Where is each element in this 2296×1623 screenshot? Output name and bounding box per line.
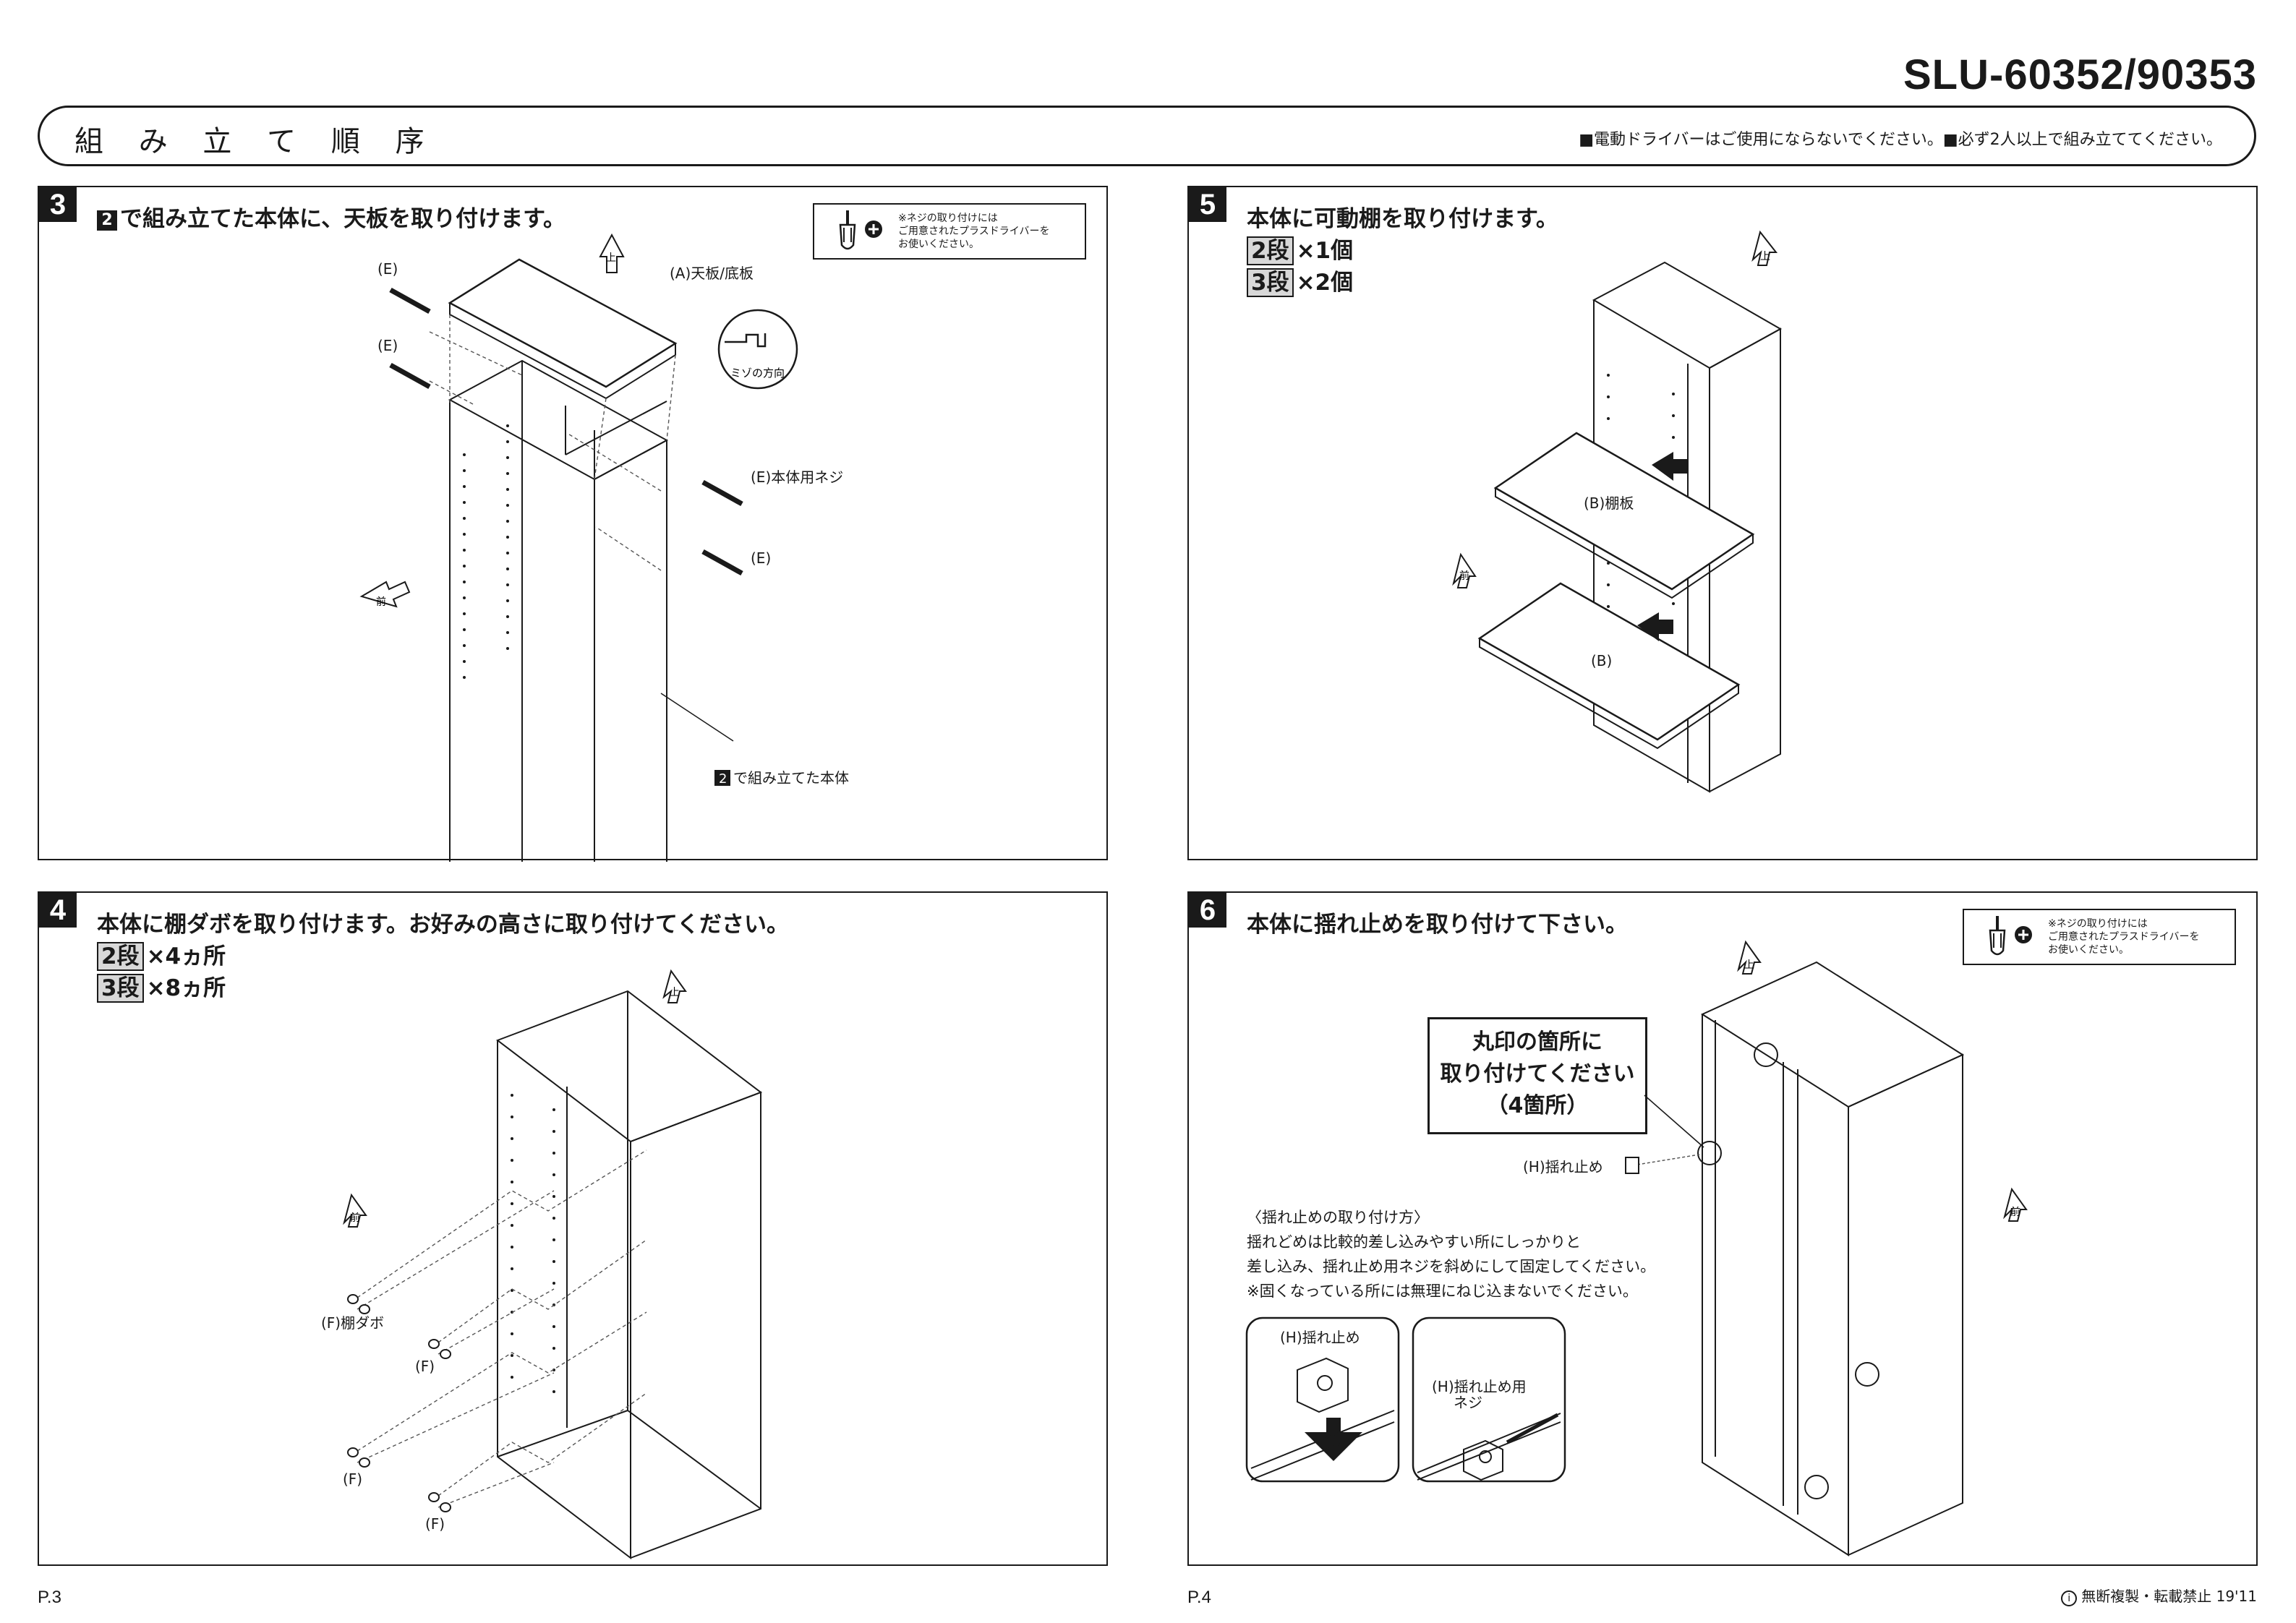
qty-line-1: 2段×1個 [1247,232,1353,265]
driver-tip-box: ※ネジの取り付けには ご用意されたプラスドライバーを お使いください。 [1963,909,2236,965]
label-b-shelf: (B)棚板 [1584,494,1634,512]
driver-tip-box: ※ネジの取り付けには ご用意されたプラスドライバーを お使いください。 [813,203,1086,260]
page-number-right: P.4 [1187,1588,1211,1607]
step-5-panel: 5 本体に可動棚を取り付けます。 2段×1個 3段×2個 (B)棚板 (B) 上… [1187,186,2258,860]
step-number: 6 [1189,893,1226,928]
step-heading: 本体に棚ダボを取り付けます。お好みの高さに取り付けてください。 [97,912,789,938]
front-arrow-icon: 前 [359,581,411,608]
svg-text:前: 前 [350,1212,360,1224]
svg-text:上: 上 [1744,959,1754,971]
step-heading: 本体に可動棚を取り付けます。 [1247,206,1558,232]
label-f: (F) [425,1515,445,1533]
svg-text:前: 前 [376,596,386,608]
info-icon: i [2061,1590,2078,1606]
page-title: 組 み 立 て 順 序 [74,125,438,158]
label-e-screw: (E)本体用ネジ [751,468,843,486]
step-number: 5 [1189,187,1226,222]
label-f: (F) [415,1358,435,1375]
body-label: で組み立てた本体 [733,769,849,787]
svg-text:前: 前 [1459,570,1469,582]
top-panel [448,258,678,388]
inset-screw-label-1: (H)揺れ止め用 [1432,1378,1527,1395]
label-h: (H)揺れ止め [1523,1158,1603,1176]
tip-text: ※ネジの取り付けには ご用意されたプラスドライバーを お使いください。 [2048,918,2200,956]
mount-point-marker [1697,1042,1879,1499]
screwdriver-icon [1989,916,2032,956]
dowel-icon [347,1294,451,1512]
howto-title: 〈揺れ止めの取り付け方〉 [1247,1209,1429,1226]
front-arrow-icon: 前 [1452,552,1477,588]
step-ref-badge: 2 [97,210,117,231]
step-6-diagram: (H)揺れ止め (H)揺れ止め (H)揺れ止め用 ネジ 上 前 [1245,940,2028,1556]
inset-screw [1412,1316,1566,1483]
callout-line: （4箇所） [1486,1093,1589,1118]
callout-line: 取り付けてください [1440,1061,1635,1087]
qty-line-1: 2段×4ヵ所 [97,938,226,971]
label-e-1: (E) [377,260,398,278]
label-a: (A)天板/底板 [670,265,754,282]
step-4-panel: 4 本体に棚ダボを取り付けます。お好みの高さに取り付けてください。 2段×4ヵ所… [38,891,1108,1566]
screw-icon [389,287,743,576]
step-ref-badge [714,770,730,786]
up-arrow-icon: 上 [1737,940,1762,975]
callout-line: 丸印の箇所に [1472,1029,1602,1055]
up-arrow-icon: 上 [1751,230,1778,266]
howto-line: 差し込み、揺れ止め用ネジを斜めにして固定してください。 [1247,1258,1656,1275]
step-heading-text: で組み立てた本体に、天板を取り付けます。 [120,206,566,232]
groove-detail [717,309,798,390]
screw-icon [1506,1413,1559,1444]
tip-text: ※ネジの取り付けには ご用意されたプラスドライバーを お使いください。 [898,213,1050,250]
title-bar: 組 み 立 て 順 序 ■電動ドライバーはご使用にならないでください。■必ず2人… [38,106,2256,166]
label-f-dowel: (F)棚ダボ [321,1314,384,1332]
up-arrow-icon: 上 [599,233,625,273]
svg-text:前: 前 [2010,1206,2020,1218]
insert-arrow-icon [1652,452,1688,481]
insert-arrow-icon [1637,612,1673,641]
step-number: 3 [39,187,77,222]
page-number-left: P.3 [38,1588,61,1607]
svg-text:上: 上 [670,987,680,998]
step-3-diagram: (E) (E) (A)天板/底板 (E)本体用ネジ (E) ミゾの方向 上 前 … [359,233,849,862]
step-4-diagram: (F)棚ダボ (F) (F) (F) 上 前 [321,969,763,1560]
label-e-2: (E) [377,337,398,354]
howto-text: 〈揺れ止めの取り付け方〉 揺れどめは比較的差し込みやすい所にしっかりと 差し込み… [1247,1205,1655,1303]
groove-label: ミゾの方向 [730,367,785,380]
step-heading: 本体に揺れ止めを取り付けて下さい。 [1247,912,1628,938]
howto-line: ※固くなっている所には無理にねじ込まないでください。 [1247,1282,1638,1300]
svg-text:上: 上 [1760,251,1770,262]
step-number: 4 [39,893,77,928]
qty-line-2: 3段×2個 [1247,264,1353,297]
qty-line-2: 3段×8ヵ所 [97,969,226,1003]
down-arrow-icon [1305,1418,1362,1461]
model-number: SLU-60352/90353 [1903,51,2257,98]
inset-screw-label-2: ネジ [1454,1394,1482,1411]
stopper-icon [1625,1157,1639,1174]
screwdriver-icon [839,210,882,250]
label-f: (F) [343,1470,362,1488]
label-b: (B) [1591,652,1612,669]
svg-text:上: 上 [606,252,616,264]
step-5-diagram: (B)棚板 (B) 上 前 [1452,230,1783,793]
header-notes: ■電動ドライバーはご使用にならないでください。■必ず2人以上で組み立ててください… [1579,131,2222,149]
front-arrow-icon: 前 [2003,1187,2028,1222]
svg-text:2: 2 [719,771,727,787]
shelf-holes [463,424,509,679]
callout-box: 丸印の箇所に 取り付けてください （4箇所） [1427,1017,1647,1134]
label-e-3: (E) [751,549,771,567]
front-arrow-icon: 前 [343,1193,367,1228]
inset-stopper-label: (H)揺れ止め [1280,1329,1360,1346]
step-6-panel: 6 本体に揺れ止めを取り付けて下さい。 ※ネジの取り付けには ご用意されたプラス… [1187,891,2258,1566]
howto-line: 揺れどめは比較的差し込みやすい所にしっかりと [1247,1233,1581,1251]
up-arrow-icon: 上 [662,969,687,1003]
copyright-text: 無断複製・転載禁止 19'11 [2081,1588,2257,1605]
